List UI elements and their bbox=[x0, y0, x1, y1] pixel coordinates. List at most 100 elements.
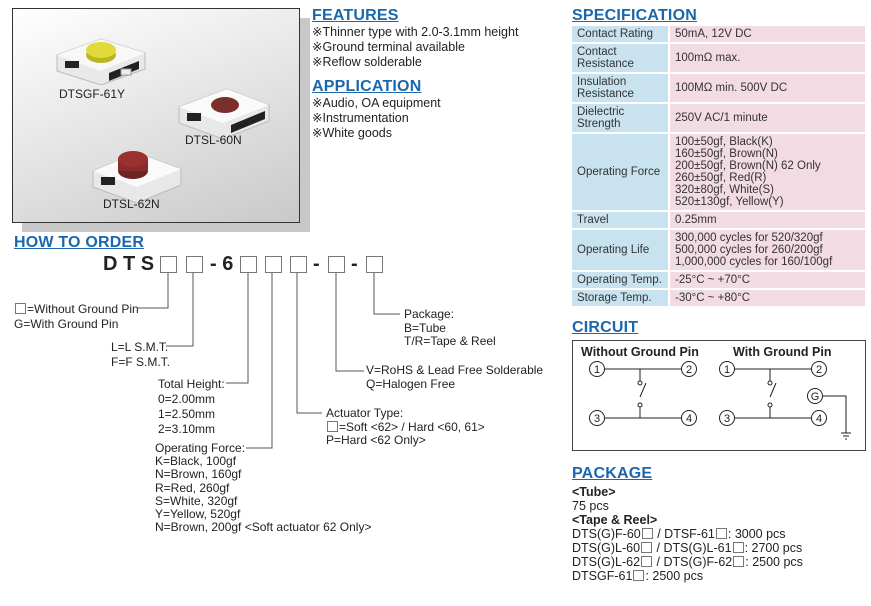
features-list: ※Thinner type with 2.0-3.1mm height ※Gro… bbox=[312, 25, 518, 70]
feature-text: Thinner type with 2.0-3.1mm height bbox=[322, 25, 519, 39]
spec-value: 50mA, 12V DC bbox=[669, 26, 865, 44]
svg-text:4: 4 bbox=[816, 413, 822, 425]
spec-row: Operating Temp.-25°C ~ +70°C bbox=[572, 271, 865, 290]
svg-text:2: 2 bbox=[816, 364, 822, 376]
rohs-options: V=RoHS & Lead Free Solderable Q=Halogen … bbox=[366, 363, 544, 391]
code-box-ground bbox=[160, 256, 177, 273]
specification-title: SPECIFICATION bbox=[572, 7, 697, 24]
features-title: FEATURES bbox=[312, 7, 399, 24]
blank-box-icon bbox=[641, 528, 653, 539]
code-box-actuator bbox=[290, 256, 307, 273]
ground-options: =Without Ground Pin G=With Ground Pin bbox=[14, 302, 139, 332]
code-box-rohs bbox=[328, 256, 345, 273]
bullet-icon: ※ bbox=[312, 55, 323, 69]
option-text: 1=2.50mm bbox=[158, 407, 216, 421]
product-label: DTSGF-61Y bbox=[59, 87, 126, 101]
feature-text: Reflow solderable bbox=[322, 55, 422, 69]
smt-options: L=L S.M.T. F=F S.M.T. bbox=[111, 340, 170, 370]
reel-text: : 3000 pcs bbox=[727, 527, 786, 541]
svg-text:2: 2 bbox=[686, 364, 692, 376]
spec-key: Operating Temp. bbox=[572, 271, 670, 290]
product-photo: DTSGF-61Y DTSL-60N DTSL-62N bbox=[12, 8, 300, 223]
application-text: Instrumentation bbox=[322, 111, 409, 125]
list-item: ※Ground terminal available bbox=[312, 40, 518, 55]
application-text: White goods bbox=[322, 126, 392, 140]
svg-text:G: G bbox=[811, 391, 820, 403]
option-text: Y=Yellow, 520gf bbox=[155, 507, 241, 522]
spec-key: Operating Force bbox=[572, 133, 670, 212]
leader-package bbox=[373, 273, 400, 315]
option-text: Q=Halogen Free bbox=[366, 376, 456, 391]
blank-box-icon bbox=[327, 420, 338, 432]
option-text: K=Black, 100gf bbox=[155, 454, 237, 469]
reel-heading: <Tape & Reel> bbox=[572, 513, 658, 527]
option-heading: Operating Force: bbox=[155, 441, 246, 455]
reel-text: / DTSF-61 bbox=[653, 527, 715, 541]
bullet-icon: ※ bbox=[312, 96, 323, 110]
package-options: Package: B=Tube T/R=Tape & Reel bbox=[404, 307, 496, 349]
bullet-icon: ※ bbox=[312, 25, 323, 39]
leader-ground bbox=[138, 273, 169, 309]
option-heading: Total Height: bbox=[158, 377, 225, 391]
how-to-order-title: HOW TO ORDER bbox=[14, 234, 145, 251]
pin-2-icon: 2 bbox=[811, 361, 827, 377]
reel-row: DTS(G)L-62 / DTS(G)F-62 : 2500 pcs bbox=[572, 555, 803, 569]
code-box-height bbox=[240, 256, 257, 273]
svg-text:3: 3 bbox=[724, 413, 730, 425]
option-text: G=With Ground Pin bbox=[14, 317, 119, 331]
svg-text:1: 1 bbox=[594, 364, 600, 376]
switch-image-dtsl-60n bbox=[178, 88, 270, 139]
pin-2-icon: 2 bbox=[681, 361, 697, 377]
spec-value: 0.25mm bbox=[669, 211, 865, 230]
reel-text: DTS(G)L-62 bbox=[572, 555, 641, 569]
application-title: APPLICATION bbox=[312, 78, 422, 95]
list-item: ※Instrumentation bbox=[312, 111, 441, 126]
list-item: ※Audio, OA equipment bbox=[312, 96, 441, 111]
package-info: <Tube> 75 pcs <Tape & Reel> DTS(G)F-60 /… bbox=[572, 485, 803, 583]
spec-key: Contact Rating bbox=[572, 26, 670, 44]
leader-actuator bbox=[296, 273, 322, 414]
list-item: ※Reflow solderable bbox=[312, 55, 518, 70]
option-text: =Soft <62> / Hard <60, 61> bbox=[339, 419, 485, 434]
code-box-force bbox=[265, 256, 282, 273]
code-box-package bbox=[366, 256, 383, 273]
option-text: V=RoHS & Lead Free Solderable bbox=[366, 363, 544, 377]
blank-box-icon bbox=[641, 542, 653, 553]
application-text: Audio, OA equipment bbox=[322, 96, 441, 110]
reel-text: : 2500 pcs bbox=[745, 555, 803, 569]
spec-value: 100mΩ max. bbox=[669, 43, 865, 74]
reel-text: / DTS(G)F-62 bbox=[653, 555, 733, 569]
reel-text: DTS(G)L-60 bbox=[572, 541, 641, 555]
pin-3-icon: 3 bbox=[719, 410, 735, 426]
option-heading: Package: bbox=[404, 307, 455, 321]
force-options: Operating Force: K=Black, 100gf N=Brown,… bbox=[155, 441, 371, 534]
bullet-icon: ※ bbox=[312, 111, 323, 125]
actuator-options: Actuator Type: =Soft <62> / Hard <60, 61… bbox=[326, 406, 485, 448]
circuit-left-title: Without Ground Pin bbox=[581, 345, 699, 359]
leader-force bbox=[246, 273, 273, 449]
blank-box-icon bbox=[641, 556, 653, 567]
svg-text:4: 4 bbox=[686, 413, 692, 425]
application-list: ※Audio, OA equipment ※Instrumentation ※W… bbox=[312, 96, 441, 141]
pin-3-icon: 3 bbox=[589, 410, 605, 426]
blank-box-icon bbox=[633, 570, 645, 581]
option-text: P=Hard <62 Only> bbox=[326, 433, 426, 447]
package-title: PACKAGE bbox=[572, 465, 653, 482]
spec-value: 100MΩ min. 500V DC bbox=[669, 73, 865, 104]
option-text: R=Red, 260gf bbox=[155, 480, 230, 495]
bullet-icon: ※ bbox=[312, 40, 323, 54]
list-item: ※White goods bbox=[312, 126, 441, 141]
actuator bbox=[211, 97, 239, 113]
spec-key: Storage Temp. bbox=[572, 289, 670, 308]
actuator bbox=[86, 42, 116, 58]
spec-value: -25°C ~ +70°C bbox=[669, 271, 865, 290]
